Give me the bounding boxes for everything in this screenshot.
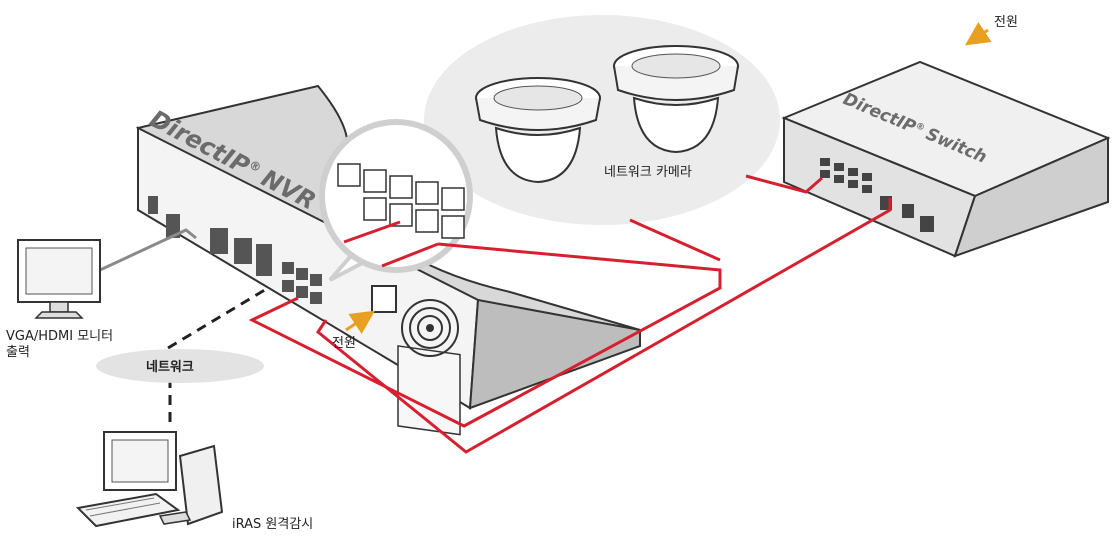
camera-label: 네트워크 카메라	[604, 165, 692, 180]
dome-camera-2	[613, 45, 739, 154]
switch-power-arrow	[965, 22, 992, 46]
cable-camera-to-switch	[745, 174, 823, 194]
cable-switch-to-camera	[629, 218, 721, 262]
camera-area-ellipse	[424, 15, 780, 225]
network-ellipse	[96, 349, 264, 383]
nvr-fan	[397, 299, 461, 436]
iras-pc-icon	[75, 431, 224, 528]
monitor-icon	[17, 239, 101, 319]
cable-zoom-1	[343, 220, 401, 244]
cable-zoom-2	[381, 242, 439, 268]
network-dashed-line-upper	[167, 286, 269, 350]
monitor-cable	[99, 228, 197, 272]
switch-power-label: 전원	[994, 15, 1018, 30]
network-label: 네트워크	[146, 359, 194, 375]
nvr-power-socket	[371, 285, 397, 313]
iras-label: iRAS 원격감시	[232, 517, 313, 532]
dome-camera-1	[475, 77, 601, 184]
cable-nvr-to-switch-upper	[248, 242, 722, 428]
nvr-rear-ports	[148, 196, 322, 304]
nvr-power-label: 전원	[332, 336, 356, 351]
cable-nvr-to-switch-lower	[315, 198, 892, 454]
directip-switch	[781, 60, 1111, 258]
port-zoom-callout	[319, 119, 473, 282]
nvr-power-arrow	[345, 310, 375, 334]
monitor-label: VGA/HDMI 모니터 출력	[6, 329, 117, 360]
network-cables	[248, 174, 892, 454]
